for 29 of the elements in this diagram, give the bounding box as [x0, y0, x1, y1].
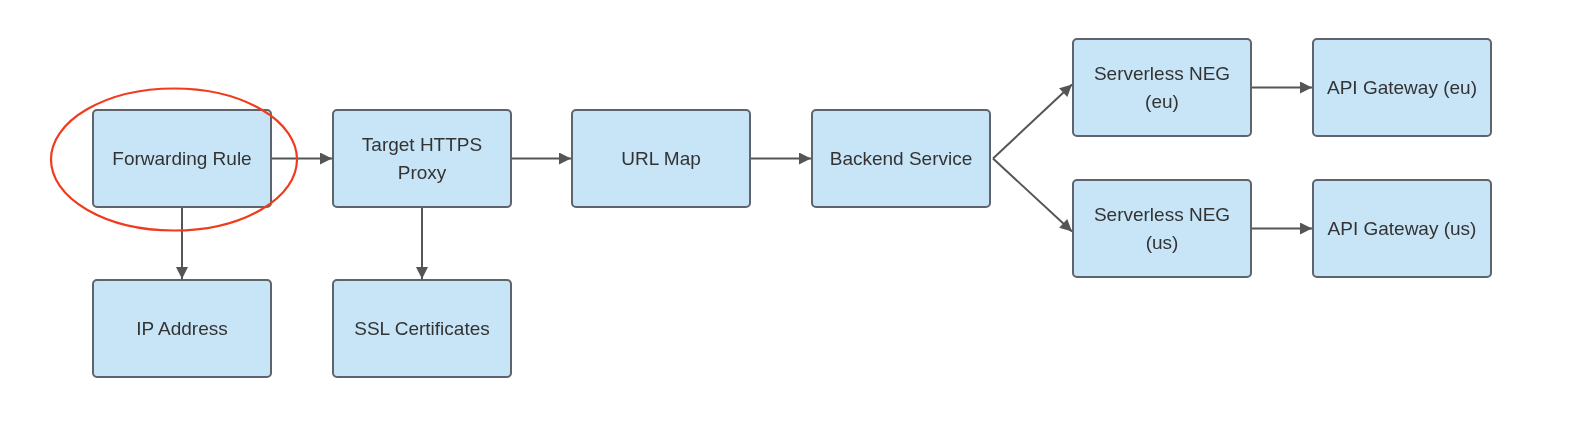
arrow [511, 152, 572, 165]
process-box [332, 109, 512, 208]
process-box [1072, 179, 1252, 278]
arrow [1251, 81, 1313, 94]
process-box [92, 279, 272, 378]
box-label: Serverless NEG (us) [1092, 202, 1232, 255]
arrow [992, 83, 1073, 160]
process-box [811, 109, 991, 208]
box-label: Backend Service [828, 146, 974, 171]
box-label: Serverless NEG (eu) [1092, 61, 1232, 114]
arrow [992, 157, 1073, 233]
box-label: URL Map [620, 146, 702, 171]
box-label: SSL Certificates [353, 316, 491, 341]
box-label: IP Address [135, 316, 229, 341]
process-box [571, 109, 751, 208]
process-box [1072, 38, 1252, 137]
process-box [332, 279, 512, 378]
arrow [1251, 222, 1313, 235]
box-label: Target HTTPS Proxy [360, 132, 484, 185]
arrow [416, 207, 428, 280]
process-box [1312, 38, 1492, 137]
box-label: Forwarding Rule [111, 146, 253, 171]
arrow [176, 207, 188, 280]
arrow [271, 152, 333, 165]
process-box [92, 109, 272, 208]
process-box [1312, 179, 1492, 278]
arrow [750, 152, 812, 165]
box-label: API Gateway (eu) [1326, 75, 1478, 100]
box-label: API Gateway (us) [1326, 216, 1478, 241]
